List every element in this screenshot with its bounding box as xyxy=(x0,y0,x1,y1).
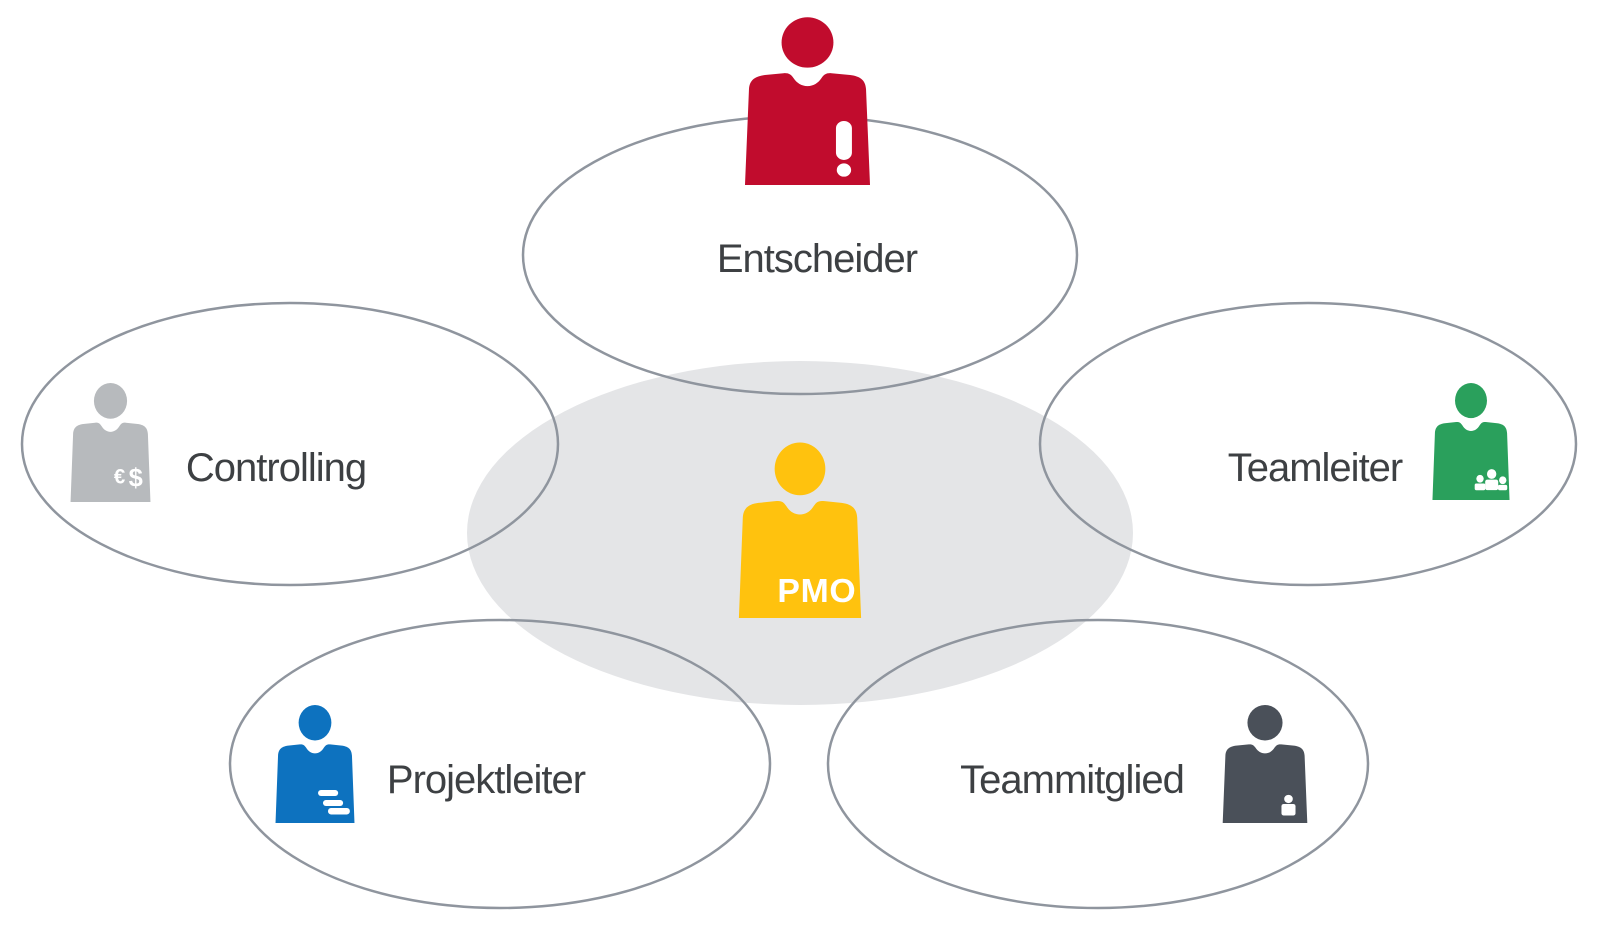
head xyxy=(774,442,826,496)
role-label-controlling: Controlling xyxy=(186,446,366,490)
role-label-projektleiter: Projektleiter xyxy=(387,758,586,802)
pmo-label: PMO xyxy=(777,573,856,610)
person-icon-pmo: PMO xyxy=(738,442,862,618)
body xyxy=(1222,744,1308,824)
body xyxy=(738,500,862,618)
person-icon-projektleiter xyxy=(275,705,355,824)
body xyxy=(70,422,151,502)
role-ellipse-projektleiter xyxy=(228,618,772,910)
role-ellipse-teammitglied xyxy=(826,618,1370,910)
head xyxy=(1247,705,1283,741)
head xyxy=(781,17,834,68)
team-group-icon xyxy=(1474,469,1508,491)
head xyxy=(298,705,332,741)
role-label-entscheider: Entscheider xyxy=(717,237,918,281)
person-icon-controlling: €$ xyxy=(70,383,151,502)
head xyxy=(93,383,128,419)
role-label-teamleiter: Teamleiter xyxy=(1228,446,1403,490)
head xyxy=(1455,382,1487,419)
exclamation-icon xyxy=(835,120,852,177)
role-ellipse-teamleiter xyxy=(1038,301,1578,587)
role-ellipse-controlling xyxy=(20,301,560,587)
person-icon-entscheider xyxy=(744,17,871,186)
role-label-teammitglied: Teammitglied xyxy=(960,758,1184,802)
gantt-icon xyxy=(318,789,350,815)
person-badge-icon xyxy=(1281,794,1296,816)
currency-icon: €$ xyxy=(114,464,143,492)
person-icon-teamleiter xyxy=(1432,382,1510,500)
person-icon-teammitglied xyxy=(1222,705,1308,824)
